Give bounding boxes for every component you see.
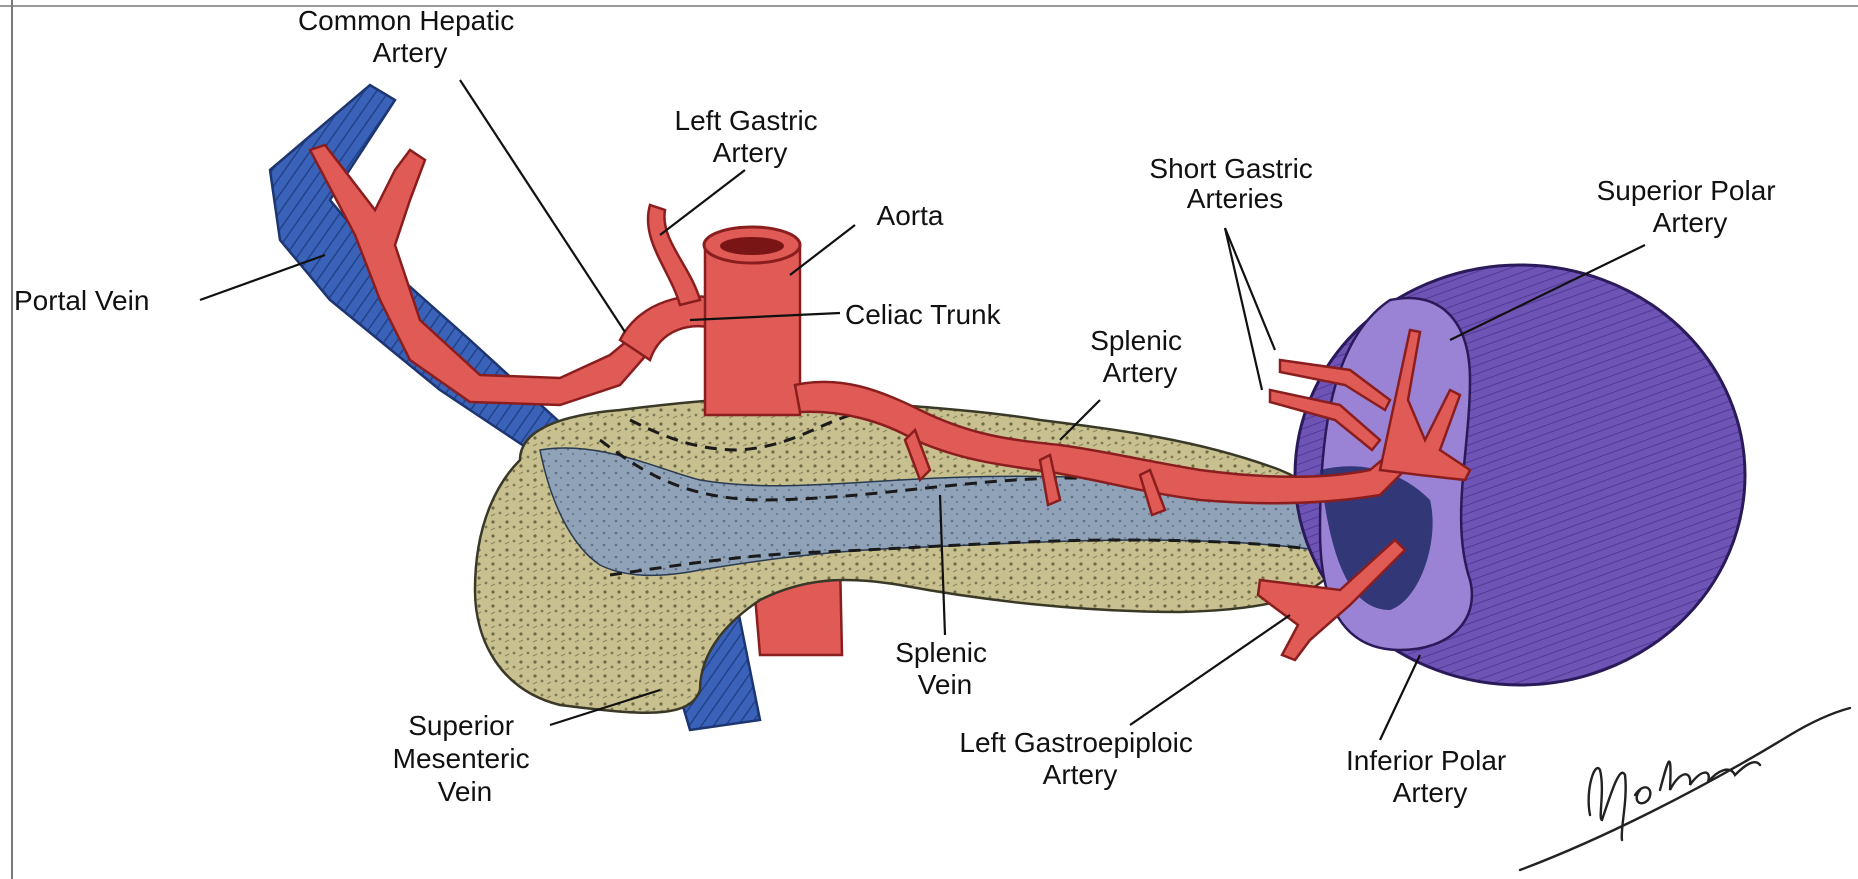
label-left-gastric-line1: Left Gastric	[675, 105, 818, 136]
label-left-gastric-line2: Artery	[713, 137, 788, 168]
label-splenic-artery-line1: Splenic	[1090, 325, 1182, 356]
label-superior-mesenteric-vein: Superior Mesenteric Vein	[393, 710, 538, 807]
label-common-hepatic-artery: Common Hepatic Artery	[298, 5, 522, 68]
label-superior-polar-artery: Superior Polar Artery	[1597, 175, 1784, 238]
label-portal-vein: Portal Vein	[14, 285, 149, 316]
label-short-gastric-line1: Short Gastric	[1149, 153, 1312, 184]
label-splenic-vein-line1: Splenic	[895, 637, 987, 668]
leader-short-gastric-1	[1225, 228, 1275, 350]
label-lgea-line2: Artery	[1043, 759, 1118, 790]
leader-left-gastric	[660, 170, 745, 235]
label-smv-line2: Mesenteric	[393, 743, 530, 774]
leader-inferior-polar	[1380, 655, 1420, 740]
label-short-gastric-line2: Arteries	[1187, 183, 1283, 214]
leader-portal-vein	[200, 255, 325, 300]
label-aorta: Aorta	[877, 200, 944, 231]
label-splenic-vein: Splenic Vein	[895, 637, 995, 700]
leader-short-gastric-2	[1225, 228, 1262, 390]
label-inferior-polar-line1: Inferior Polar	[1346, 745, 1506, 776]
label-celiac-trunk: Celiac Trunk	[845, 299, 1002, 330]
leader-left-gastroepiploic	[1130, 615, 1290, 725]
label-superior-polar-line1: Superior Polar	[1597, 175, 1776, 206]
label-inferior-polar-line2: Artery	[1393, 777, 1468, 808]
portal-vein	[270, 85, 590, 470]
label-common-hepatic-line2: Artery	[373, 37, 448, 68]
label-splenic-artery: Splenic Artery	[1090, 325, 1190, 388]
aorta-upper-segment	[705, 245, 800, 415]
label-left-gastroepiploic-artery: Left Gastroepiploic Artery	[959, 727, 1200, 790]
label-smv-line1: Superior	[408, 710, 514, 741]
label-lgea-line1: Left Gastroepiploic	[959, 727, 1192, 758]
aorta-lumen	[720, 237, 784, 255]
label-superior-polar-line2: Artery	[1653, 207, 1728, 238]
label-short-gastric-arteries: Short Gastric Arteries	[1149, 153, 1320, 214]
label-splenic-artery-line2: Artery	[1103, 357, 1178, 388]
label-left-gastric-artery: Left Gastric Artery	[675, 105, 826, 168]
label-inferior-polar-artery: Inferior Polar Artery	[1346, 745, 1514, 808]
artist-signature	[1520, 708, 1850, 870]
label-smv-line3: Vein	[438, 776, 493, 807]
label-common-hepatic-line1: Common Hepatic	[298, 5, 514, 36]
label-splenic-vein-line2: Vein	[918, 669, 973, 700]
left-gastric-artery-vessel	[648, 205, 700, 305]
leader-common-hepatic	[460, 80, 625, 332]
